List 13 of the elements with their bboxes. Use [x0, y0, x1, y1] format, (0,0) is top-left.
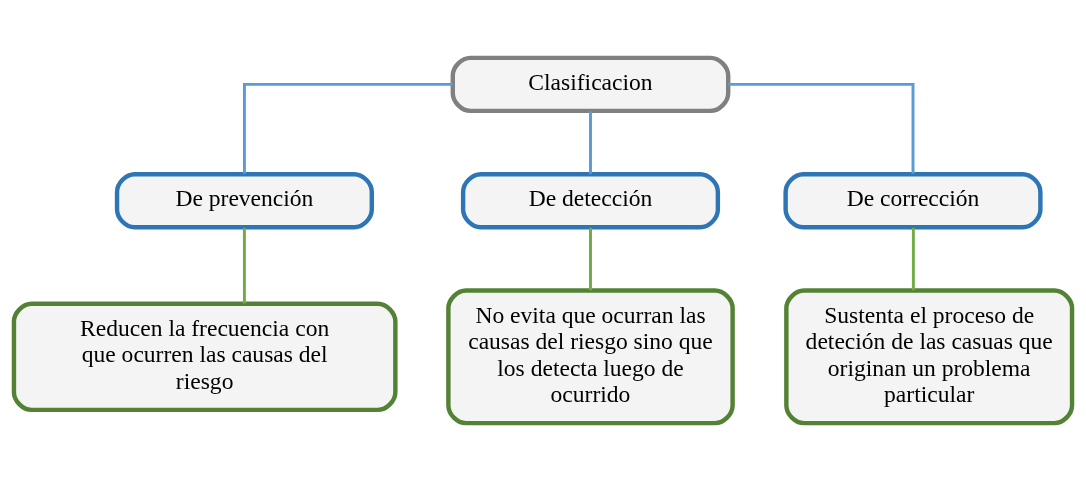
- node-box: Sustenta el proceso de deteción de las casuas que originan un problema particular: [784, 287, 1075, 425]
- connector: [242, 82, 453, 174]
- connector: [911, 227, 915, 290]
- connector: [589, 227, 592, 290]
- connector: [242, 227, 246, 303]
- node-box: No evita que ocurran las causas del riesgo sino que los detecta luego de ocurrido: [446, 287, 735, 425]
- node-box: De prevención: [114, 171, 374, 229]
- node-box: Reducen la frecuencia con que ocurren las causas del riesgo: [11, 301, 398, 412]
- connector: [728, 82, 915, 174]
- node-box: Clasificacion: [450, 55, 731, 113]
- connector: [589, 110, 592, 174]
- node-box: De corrección: [783, 171, 1043, 229]
- node-box: De detección: [460, 171, 721, 229]
